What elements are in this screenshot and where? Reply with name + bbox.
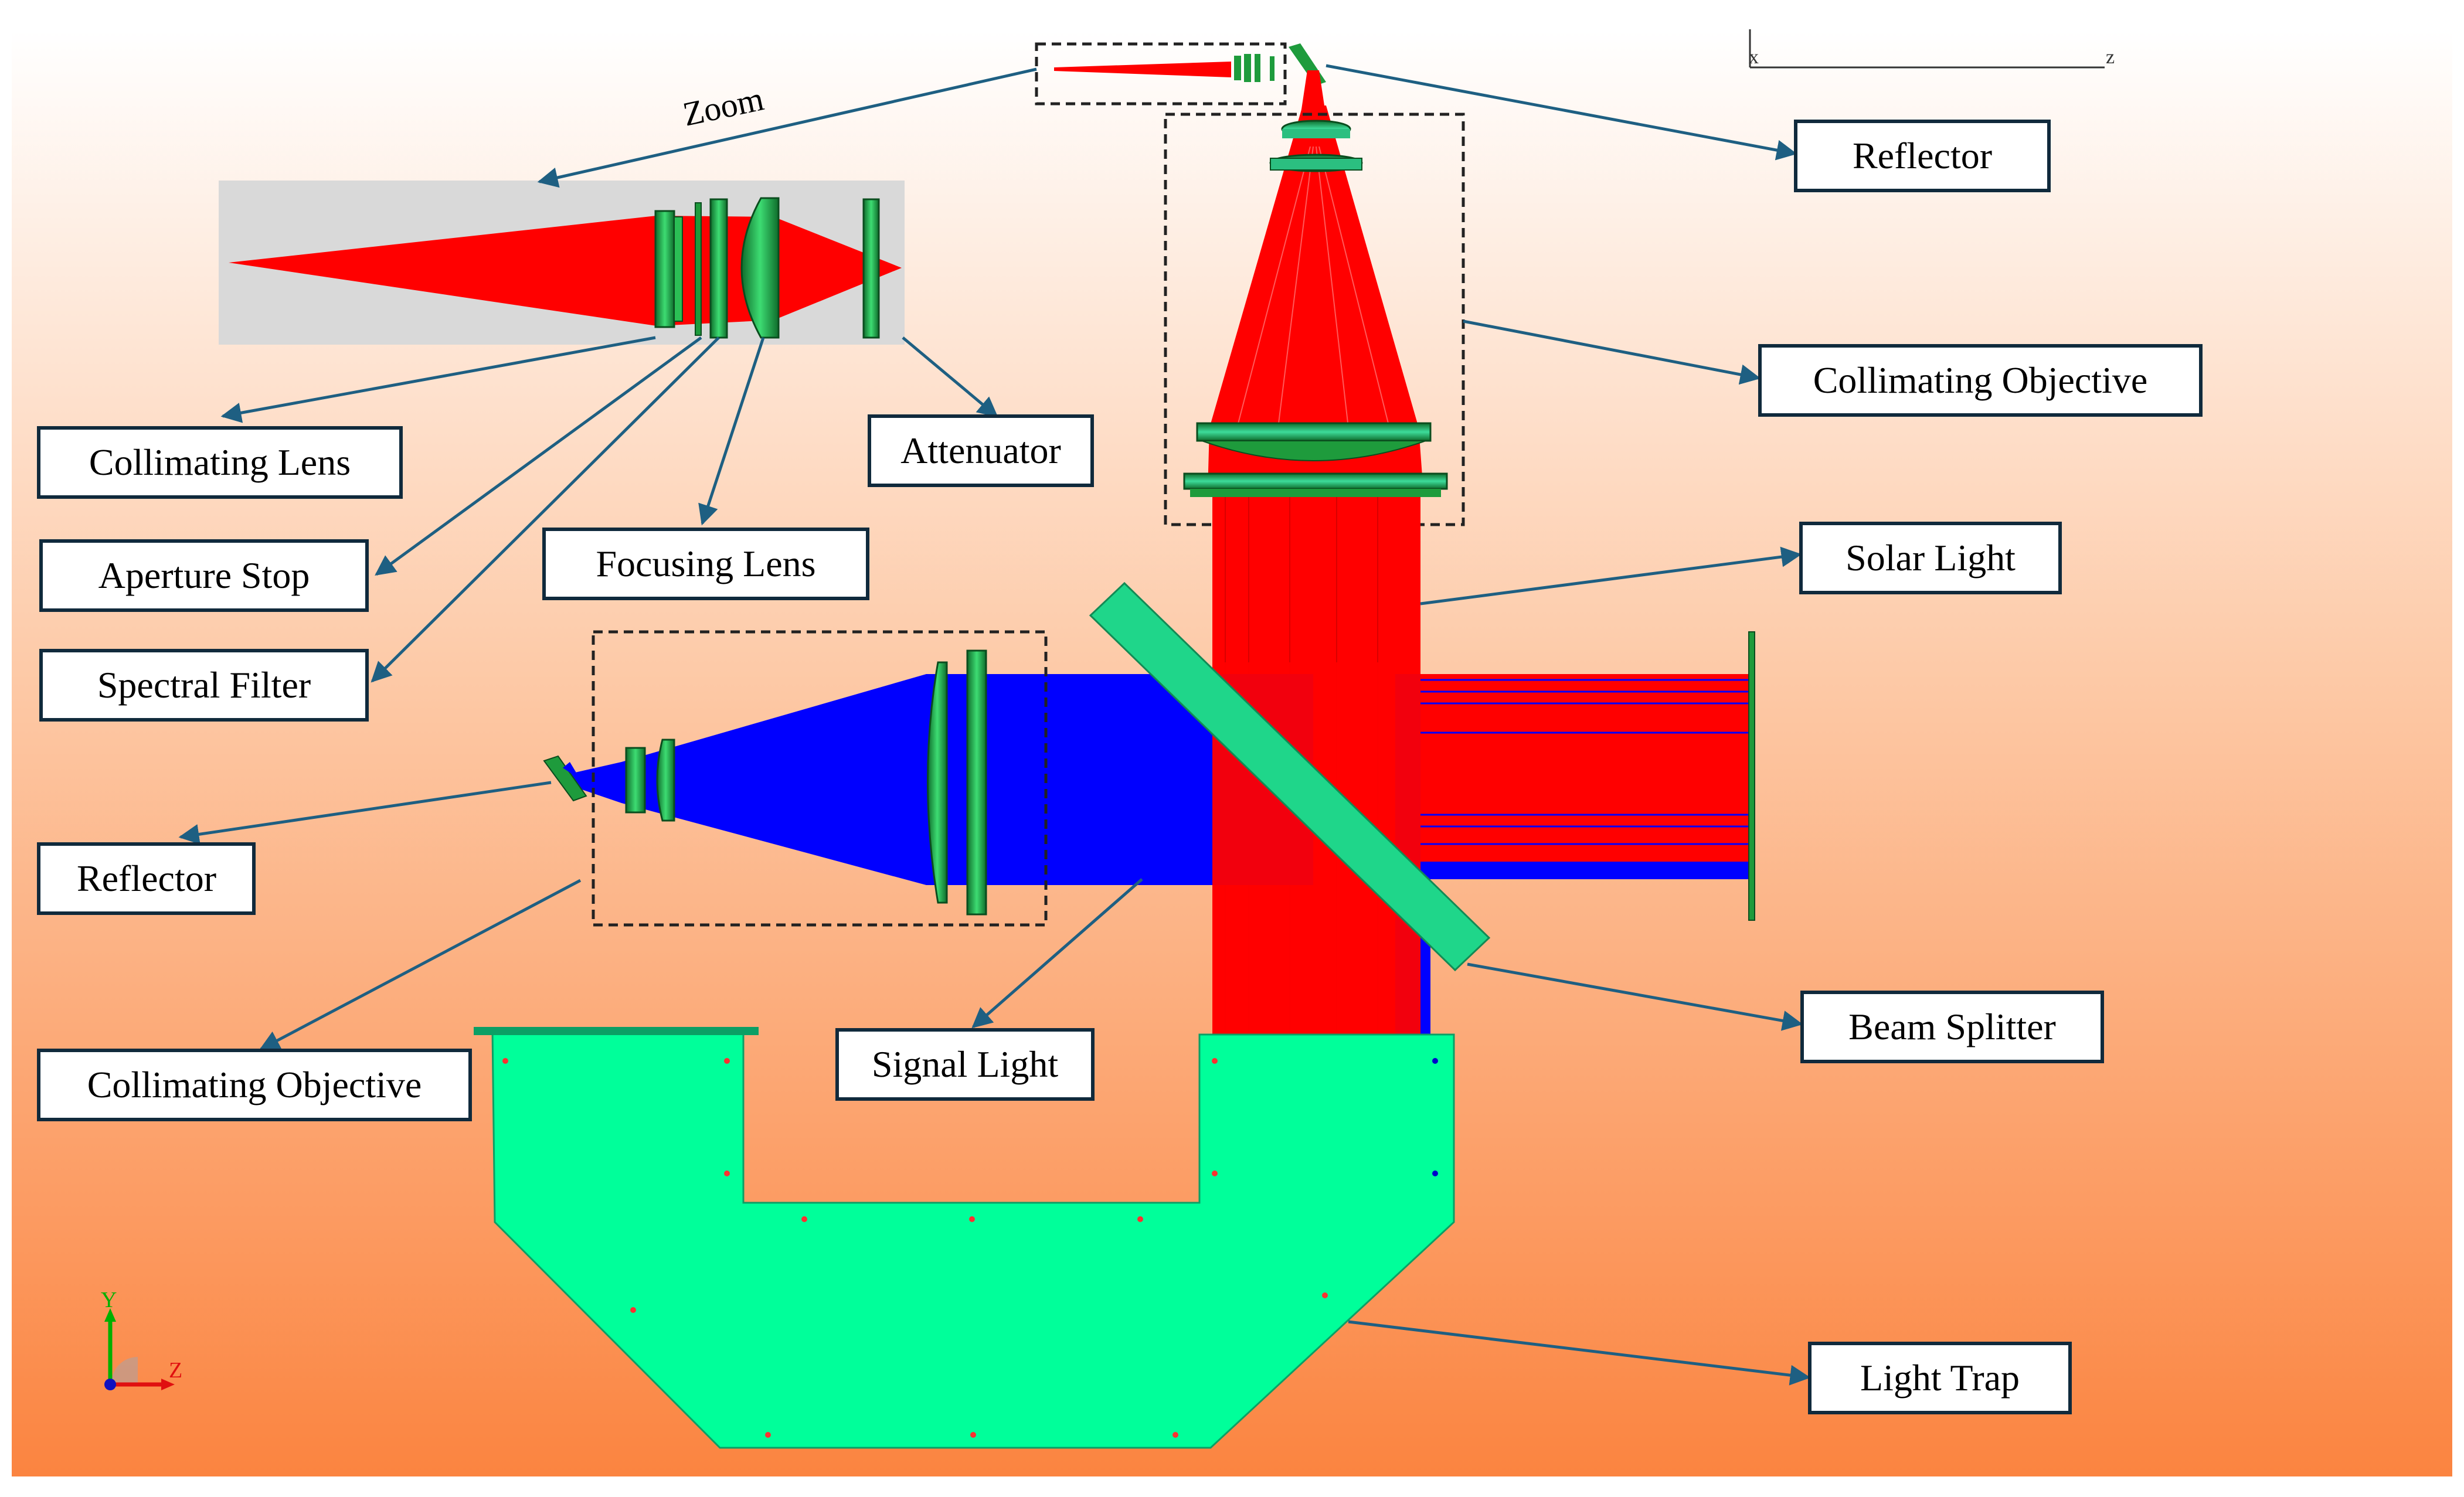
- callout-collimating-objective-left: Collimating Objective: [37, 1049, 472, 1121]
- svg-text:Collimating Lens: Collimating Lens: [89, 441, 351, 483]
- svg-text:Spectral Filter: Spectral Filter: [97, 664, 311, 706]
- svg-text:Signal Light: Signal Light: [872, 1043, 1058, 1085]
- callout-spectral-filter: Spectral Filter: [39, 649, 369, 722]
- svg-text:Reflector: Reflector: [77, 858, 216, 899]
- zoom-attenuator: [862, 198, 880, 339]
- axis-indicator: [1749, 29, 2105, 69]
- callout-signal-light: Signal Light: [835, 1028, 1095, 1101]
- svg-text:Collimating Objective: Collimating Objective: [87, 1064, 422, 1105]
- triad-z-label: Z: [169, 1358, 182, 1383]
- callout-solar-light: Solar Light: [1799, 522, 2062, 594]
- solar-collimating-objective: [1183, 106, 1448, 497]
- axis-x-label: x: [1749, 46, 1759, 68]
- signal-collimating-objective: [543, 649, 987, 916]
- beam-splitter-plate: [1089, 581, 1491, 972]
- zoom-panel: [219, 181, 905, 345]
- callout-reflector-top: Reflector: [1794, 120, 2051, 192]
- svg-text:Solar Light: Solar Light: [1846, 537, 2016, 579]
- callout-attenuator: Attenuator: [868, 414, 1094, 487]
- signal-objective-dashed-box: [592, 630, 1048, 927]
- right-end-plate: [1748, 631, 1755, 921]
- callout-collimating-lens: Collimating Lens: [37, 426, 403, 499]
- zoom-collimating-lens: [654, 210, 675, 328]
- callout-light-trap: Light Trap: [1808, 1342, 2072, 1414]
- callout-beam-splitter: Beam Splitter: [1800, 991, 2104, 1063]
- svg-text:Focusing Lens: Focusing Lens: [596, 543, 815, 584]
- leader-lines: [178, 64, 1811, 1386]
- zoom-spectral-filter: [709, 198, 728, 339]
- svg-text:Reflector: Reflector: [1853, 135, 1992, 176]
- svg-text:Light Trap: Light Trap: [1860, 1357, 2020, 1399]
- zoom-focusing-lens: [740, 197, 780, 339]
- mixed-beam-rays: [1420, 679, 1749, 845]
- callout-aperture-stop: Aperture Stop: [39, 539, 369, 612]
- axis-z-label: z: [2106, 46, 2115, 68]
- callout-focusing-lens: Focusing Lens: [542, 528, 869, 600]
- zoom-aperture-stop: [695, 202, 702, 336]
- svg-text:Beam Splitter: Beam Splitter: [1848, 1006, 2056, 1047]
- light-trap-body: [474, 1027, 1455, 1449]
- coordinate-triad: [104, 1308, 175, 1390]
- callout-collimating-objective-right: Collimating Objective: [1758, 344, 2203, 417]
- svg-text:Attenuator: Attenuator: [900, 430, 1061, 471]
- callout-reflector-left: Reflector: [37, 842, 256, 915]
- zoom-source-box: [1035, 42, 1287, 106]
- triad-y-label: Y: [101, 1288, 117, 1312]
- svg-text:Aperture Stop: Aperture Stop: [98, 554, 310, 596]
- svg-text:Collimating Objective: Collimating Objective: [1813, 359, 2148, 401]
